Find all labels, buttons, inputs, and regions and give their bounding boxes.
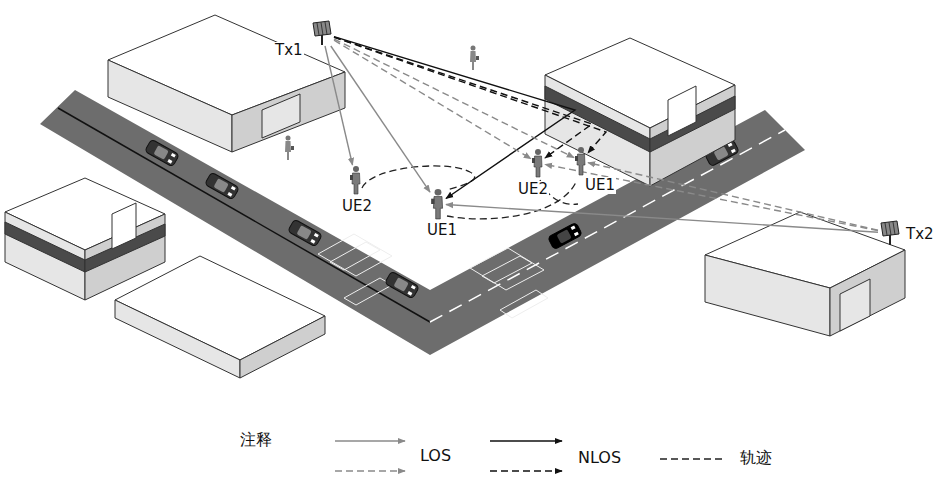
legend-heading: 注释 [240, 431, 272, 449]
transmitter-node: Tx2 [878, 220, 902, 246]
legend-text: NLOS [578, 449, 621, 467]
user-node: UE2 [531, 148, 545, 178]
node-label: UE2 [341, 198, 373, 215]
nlos-ray [334, 37, 592, 158]
building [115, 256, 325, 378]
legend-text: LOS [420, 447, 451, 465]
node-label: UE1 [584, 177, 616, 194]
user-node: UE1 [430, 188, 446, 220]
los-ray [325, 46, 353, 165]
building [5, 178, 165, 300]
node-label: Tx2 [905, 226, 935, 243]
user-figure [574, 146, 588, 176]
crosswalk [318, 234, 548, 318]
los-ray [331, 46, 430, 192]
nlos-ray [334, 37, 606, 153]
los-ray [588, 163, 878, 231]
user-node: UE2 [349, 165, 363, 195]
node-label: UE1 [426, 222, 458, 239]
node-label: Tx1 [274, 42, 304, 59]
antenna-icon [878, 220, 902, 246]
node-label: UE2 [517, 181, 549, 198]
building [545, 38, 735, 186]
nlos-ray [334, 37, 575, 199]
los-ray [334, 40, 531, 159]
user-figure [531, 148, 545, 178]
antenna-icon [310, 20, 334, 46]
user-node: UE1 [574, 146, 588, 176]
pedestrian [285, 46, 479, 161]
transmitter-node: Tx1 [310, 20, 334, 46]
legend-sample [335, 441, 724, 471]
user-figure [430, 188, 446, 220]
user-figure [349, 165, 363, 195]
los-ray [446, 205, 878, 233]
los-ray [334, 39, 574, 158]
legend-text: 轨迹 [740, 449, 772, 467]
los-ray [545, 164, 878, 230]
building [108, 15, 345, 152]
